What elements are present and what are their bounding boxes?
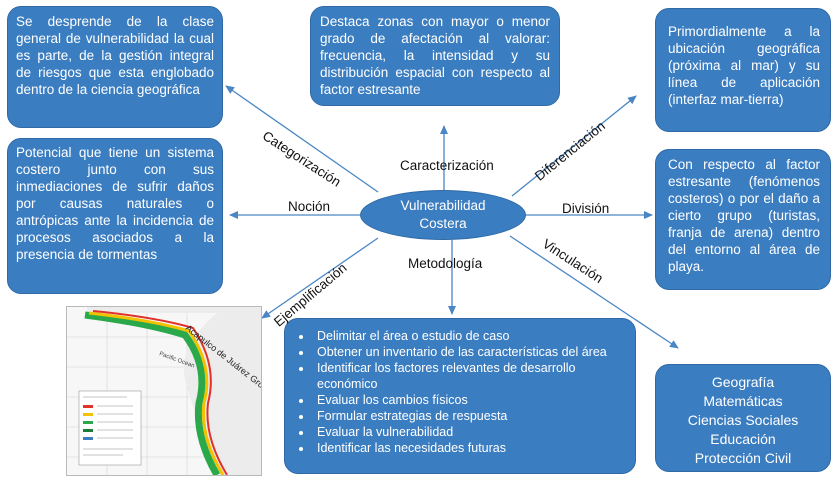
metodologia-step: Delimitar el área o estudio de caso: [313, 328, 623, 344]
vinculacion-item: Matemáticas: [703, 393, 783, 409]
label-division: División: [562, 201, 610, 216]
arrow-ejemplificacion: [261, 237, 379, 319]
box-diferenciacion: Primordialmente a la ubicación geográfic…: [655, 8, 831, 132]
center-line-2: Costera: [419, 216, 467, 231]
metodologia-step: Evaluar la vulnerabilidad: [313, 424, 623, 440]
coastal-map-image: Acapulco de Juárez Gro Pacific Ocean: [66, 306, 262, 476]
box-caracterizacion: Destaca zonas con mayor o menor grado de…: [310, 6, 560, 106]
box-nocion: Potencial que tiene un sistema costero j…: [7, 138, 223, 294]
metodologia-step: Obtener un inventario de las característ…: [313, 344, 623, 360]
label-nocion: Noción: [288, 199, 331, 214]
coastal-map-drawing: Acapulco de Juárez Gro Pacific Ocean: [67, 307, 261, 475]
box-categorizacion-text: Se desprende de la clase general de vuln…: [16, 14, 214, 97]
box-division: Con respecto al factor estresante (fenóm…: [655, 149, 831, 290]
arrow-vinculacion: [509, 235, 679, 349]
vinculacion-item: Educación: [710, 431, 776, 447]
metodologia-step: Evaluar los cambios físicos: [313, 392, 623, 408]
center-node: Vulnerabilidad Costera: [360, 190, 526, 240]
vinculacion-item: Protección Civil: [694, 450, 792, 466]
metodologia-step: Identificar los factores relevantes de d…: [313, 360, 623, 392]
vinculacion-item: Geografía: [711, 374, 775, 390]
center-line-1: Vulnerabilidad: [400, 198, 486, 213]
vinculacion-item: Ciencias Sociales: [687, 412, 799, 428]
metodologia-list: Delimitar el área o estudio de caso Obte…: [293, 328, 623, 456]
box-diferenciacion-text: Primordialmente a la ubicación geográfic…: [668, 24, 820, 107]
label-metodologia: Metodología: [408, 256, 483, 271]
box-nocion-text: Potencial que tiene un sistema costero j…: [16, 145, 214, 262]
arrow-diferenciacion: [511, 95, 637, 197]
arrow-categorizacion: [225, 85, 379, 193]
box-caracterizacion-text: Destaca zonas con mayor o menor grado de…: [320, 14, 550, 97]
label-caracterizacion: Caracterización: [400, 158, 494, 173]
box-division-text: Con respecto al factor estresante (fenóm…: [668, 157, 820, 274]
box-vinculacion: Geografía Matemáticas Ciencias Sociales …: [655, 364, 831, 472]
box-categorizacion: Se desprende de la clase general de vuln…: [7, 6, 223, 128]
box-metodologia: Delimitar el área o estudio de caso Obte…: [284, 318, 636, 474]
metodologia-step: Formular estrategias de respuesta: [313, 408, 623, 424]
metodologia-step: Identificar las necesidades futuras: [313, 440, 623, 456]
